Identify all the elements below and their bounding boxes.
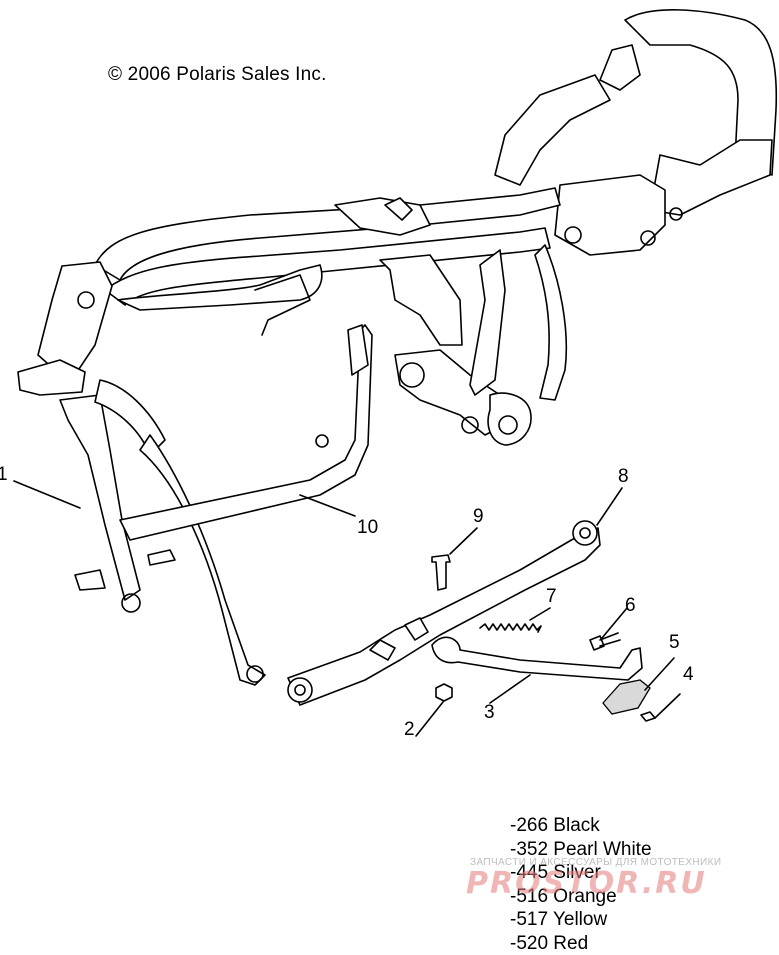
callout-9: 9 xyxy=(473,506,484,528)
callout-7: 7 xyxy=(546,586,557,608)
kickstand-assembly xyxy=(288,521,655,721)
callout-4: 4 xyxy=(683,664,694,686)
color-code-red: -520 Red xyxy=(510,932,652,955)
callout-3: 3 xyxy=(484,702,495,724)
callout-1: 1 xyxy=(0,464,8,486)
callout-8: 8 xyxy=(618,466,629,488)
color-code-yellow: -517 Yellow xyxy=(510,908,652,932)
watermark-logo: PROSTOR.RU xyxy=(466,866,707,901)
callout-10: 10 xyxy=(357,517,378,539)
callout-2: 2 xyxy=(404,719,415,741)
main-frame xyxy=(18,10,776,685)
callout-5: 5 xyxy=(669,632,680,654)
callout-6: 6 xyxy=(625,595,636,617)
color-code-black: -266 Black xyxy=(510,814,652,838)
